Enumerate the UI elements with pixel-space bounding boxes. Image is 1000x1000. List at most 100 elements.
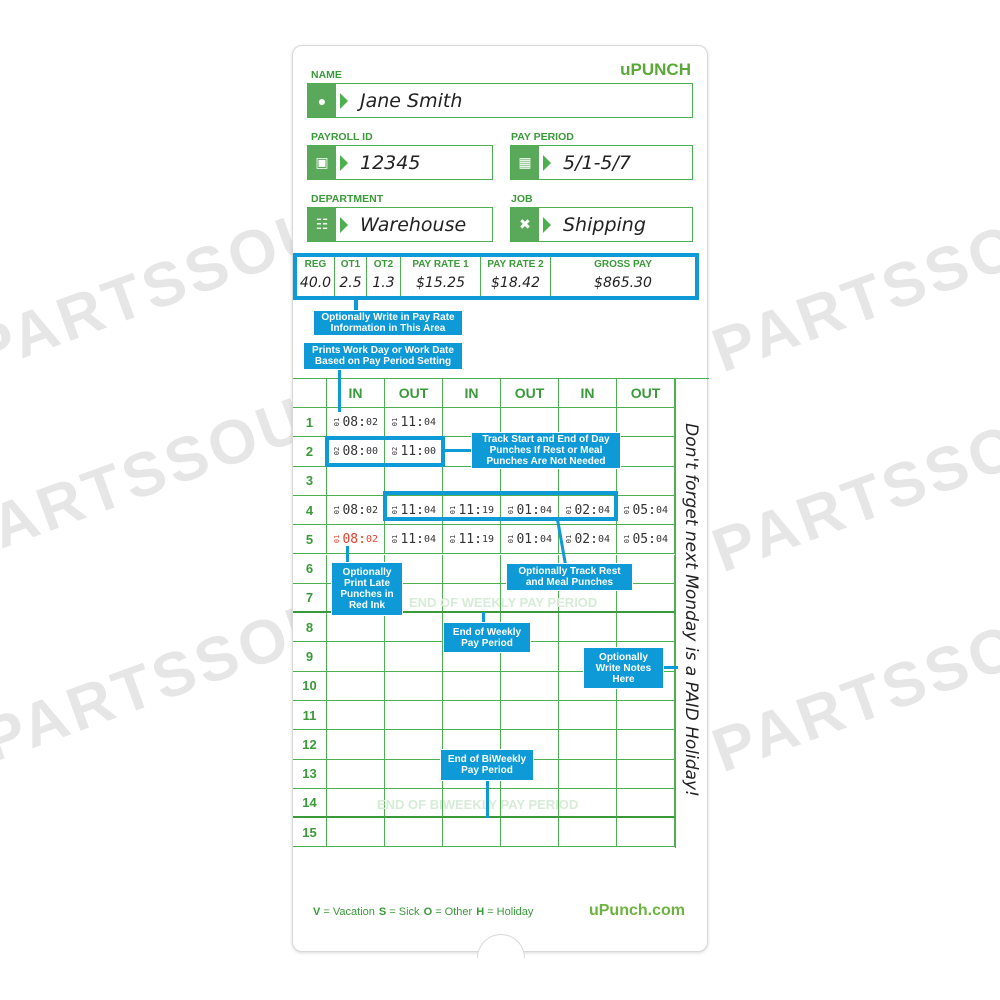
punch-hour: 02 — [574, 531, 591, 547]
punch-cell[interactable] — [617, 701, 675, 731]
punch-cell[interactable] — [559, 818, 617, 848]
punch-cell[interactable] — [443, 788, 501, 819]
punch-cell[interactable] — [385, 818, 443, 848]
punch-cell[interactable] — [385, 759, 443, 789]
payroll-id-field[interactable]: ▣ 12345 — [307, 145, 493, 180]
pay-cell-pay-rate-2[interactable]: PAY RATE 2$18.42 — [481, 257, 551, 296]
punch-colon: : — [532, 531, 540, 547]
punch-cell[interactable] — [617, 730, 675, 760]
row-number: 6 — [293, 554, 327, 584]
punch-cell[interactable] — [559, 788, 617, 819]
punch-cell[interactable] — [327, 818, 385, 848]
punch-cell[interactable] — [559, 701, 617, 731]
punch-cell[interactable] — [327, 701, 385, 731]
day-number: 01 — [391, 535, 400, 544]
punch-cell[interactable] — [559, 466, 617, 496]
punch-cell[interactable] — [617, 583, 675, 614]
punch-cell[interactable] — [559, 730, 617, 760]
punch-cell[interactable] — [327, 671, 385, 701]
punch-cell[interactable] — [617, 466, 675, 496]
column-header-out: OUT — [617, 379, 675, 408]
legend-key: H — [476, 906, 485, 918]
punch-cell[interactable] — [501, 788, 559, 819]
callout-pointer — [338, 368, 341, 412]
punch-cell[interactable] — [385, 730, 443, 760]
punch-cell[interactable] — [617, 788, 675, 819]
punch-cell[interactable] — [559, 759, 617, 789]
punch-cell[interactable] — [385, 466, 443, 496]
callout-pointer — [354, 298, 358, 312]
punch-cell[interactable] — [443, 671, 501, 701]
tools-icon: ✖ — [511, 208, 539, 241]
row-number: 4 — [293, 495, 327, 526]
legend-value: = Vacation — [323, 906, 375, 918]
punch-cell[interactable] — [501, 701, 559, 731]
notes-column[interactable]: Don't forget next Monday is a PAID Holid… — [674, 390, 708, 830]
punch-cell[interactable] — [501, 642, 559, 672]
punch-cell[interactable] — [443, 818, 501, 848]
department-field[interactable]: ☷ Warehouse — [307, 207, 493, 242]
punch-cell[interactable] — [443, 554, 501, 584]
punch-cell[interactable] — [617, 759, 675, 789]
punch-cell[interactable] — [385, 613, 443, 643]
punch-hour: 11 — [458, 502, 475, 518]
punch-cell[interactable] — [443, 642, 501, 672]
punch-cell[interactable] — [385, 554, 443, 584]
punch-cell[interactable] — [443, 701, 501, 731]
punch-cell[interactable] — [443, 583, 501, 614]
punch-cell[interactable] — [327, 730, 385, 760]
punch-cell[interactable] — [385, 788, 443, 819]
punch-cell[interactable] — [617, 554, 675, 584]
callout-pointer — [346, 546, 349, 564]
punch-cell[interactable] — [617, 671, 675, 701]
punch-cell[interactable] — [501, 466, 559, 496]
punch-cell[interactable] — [501, 671, 559, 701]
punch-cell[interactable] — [617, 408, 675, 438]
punch-cell[interactable] — [443, 466, 501, 496]
punch-cell[interactable] — [385, 583, 443, 614]
punch-cell[interactable] — [617, 437, 675, 467]
punch-cell[interactable] — [617, 613, 675, 643]
punch-cell[interactable] — [501, 818, 559, 848]
org-chart-icon: ☷ — [308, 208, 336, 241]
punch-cell[interactable] — [501, 583, 559, 614]
punch-cell[interactable] — [617, 818, 675, 848]
punch-cell[interactable] — [559, 613, 617, 643]
punch-cell[interactable] — [385, 701, 443, 731]
name-field[interactable]: ● Jane Smith — [307, 83, 693, 118]
punch-cell[interactable] — [385, 642, 443, 672]
highlight-row-2 — [325, 436, 445, 467]
punch-cell[interactable] — [327, 642, 385, 672]
pay-cell-pay-rate-1[interactable]: PAY RATE 1$15.25 — [401, 257, 481, 296]
pay-cell-gross-pay[interactable]: GROSS PAY$865.30 — [551, 257, 695, 296]
note-text: Don't forget next Monday is a PAID Holid… — [681, 423, 701, 797]
website-link[interactable]: uPunch.com — [588, 902, 685, 919]
punch-cell[interactable] — [327, 613, 385, 643]
punch-cell[interactable] — [501, 759, 559, 789]
punch-cell[interactable] — [327, 759, 385, 789]
punch-cell[interactable] — [559, 583, 617, 614]
punch-cell[interactable] — [327, 466, 385, 496]
callout-late: Optionally Print Late Punches in Red Ink — [331, 562, 403, 616]
job-field[interactable]: ✖ Shipping — [510, 207, 693, 242]
pay-period-field[interactable]: ▦ 5/1-5/7 — [510, 145, 693, 180]
punch-cell[interactable] — [385, 671, 443, 701]
punch-cell[interactable] — [327, 788, 385, 819]
